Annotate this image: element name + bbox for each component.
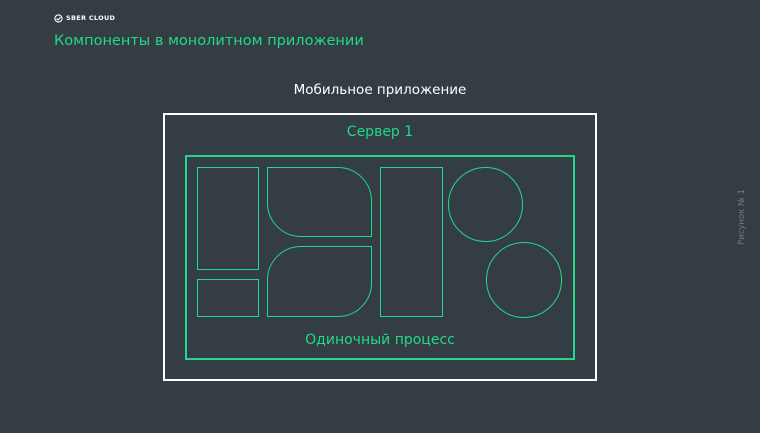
component-rect-tall — [197, 167, 259, 270]
mobile-app-label: Мобильное приложение — [293, 82, 467, 98]
component-circle-top — [448, 167, 523, 242]
figure-caption: Рисунок № 1 — [736, 189, 747, 245]
brand-logo-text: SBER CLOUD — [66, 13, 116, 22]
single-process-frame — [185, 155, 575, 360]
component-circle-bottom — [486, 242, 562, 318]
mobile-app-frame — [163, 113, 597, 381]
component-rect-column — [380, 167, 443, 317]
component-rect-small — [197, 279, 259, 317]
component-rounded-top — [267, 167, 372, 237]
server-label: Сервер 1 — [346, 124, 414, 140]
brand-logo: SBER CLOUD — [54, 12, 115, 24]
sber-check-circle-icon — [54, 13, 63, 23]
component-rounded-bottom — [267, 246, 372, 317]
process-label: Одиночный процесс — [305, 332, 455, 348]
slide-title: Компоненты в монолитном приложении — [54, 33, 364, 49]
